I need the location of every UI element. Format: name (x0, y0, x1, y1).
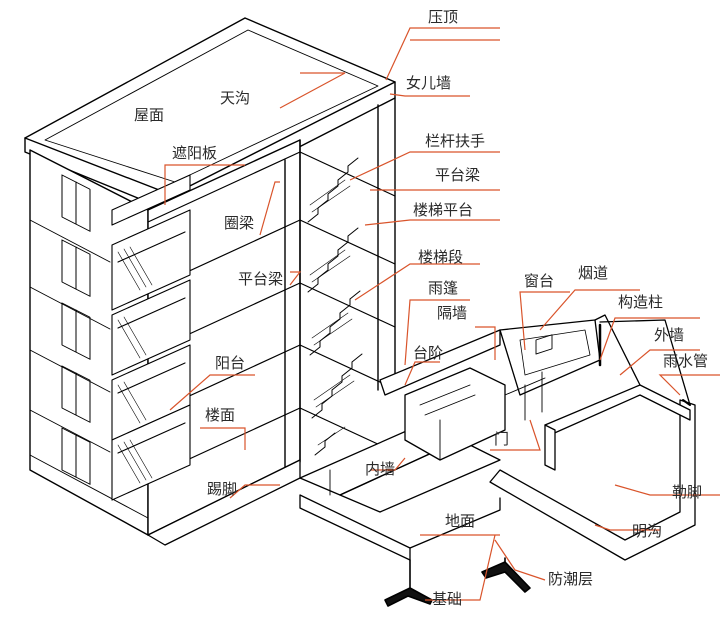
roof-inner (44, 29, 379, 183)
label-sunshade: 遮阳板 (172, 144, 217, 162)
label-chimney: 烟道 (578, 264, 608, 282)
label-open-ditch: 明沟 (632, 522, 662, 540)
label-partition: 隔墙 (437, 304, 467, 322)
label-parapet: 女儿墙 (406, 74, 451, 92)
stair-flights (307, 157, 363, 456)
label-ring-beam: 圈梁 (224, 214, 254, 232)
label-floor-slab: 楼面 (205, 406, 235, 424)
plan-details (329, 334, 553, 496)
foundations (384, 557, 531, 607)
label-canopy: 雨篷 (428, 279, 458, 297)
balcony-railing-hatch (117, 246, 153, 484)
stair-railing-hatch (309, 179, 355, 446)
downpipe-line (682, 399, 691, 406)
label-landing-beam-top: 平台梁 (435, 166, 480, 184)
label-inner-wall: 内墙 (365, 460, 395, 478)
label-skirting: 踢脚 (207, 480, 237, 498)
label-stair-flight: 楼梯段 (418, 248, 463, 266)
label-steps: 台阶 (413, 344, 443, 362)
label-constructional-column: 构造柱 (618, 293, 663, 311)
label-roof-press: 压顶 (428, 8, 458, 26)
leader-lines (164, 27, 720, 601)
label-gutter: 天沟 (220, 89, 250, 107)
building-structure (24, 17, 696, 607)
facade-windows (61, 174, 91, 485)
ground-plan-walls (147, 314, 696, 561)
roof-slab (24, 17, 396, 196)
labels: 压顶 女儿墙 天沟 屋面 栏杆扶手 平台梁 遮阳板 圈梁 楼梯平台 楼梯段 平台… (134, 8, 708, 608)
label-landing-beam-mid: 平台梁 (238, 270, 283, 288)
label-plinth: 勒脚 (672, 483, 702, 501)
label-window-sill: 窗台 (524, 272, 554, 290)
label-downpipe: 雨水管 (663, 352, 708, 370)
label-foundation: 基础 (432, 590, 462, 608)
balconies (111, 174, 191, 501)
label-dampproof: 防潮层 (548, 570, 593, 588)
label-roof: 屋面 (134, 106, 164, 124)
label-stair-landing: 楼梯平台 (413, 201, 473, 219)
label-outer-wall: 外墙 (654, 326, 684, 344)
label-door: 门 (494, 430, 509, 448)
label-balcony: 阳台 (215, 354, 245, 372)
label-railing: 栏杆扶手 (425, 132, 485, 150)
label-ground-floor: 地面 (445, 512, 475, 530)
